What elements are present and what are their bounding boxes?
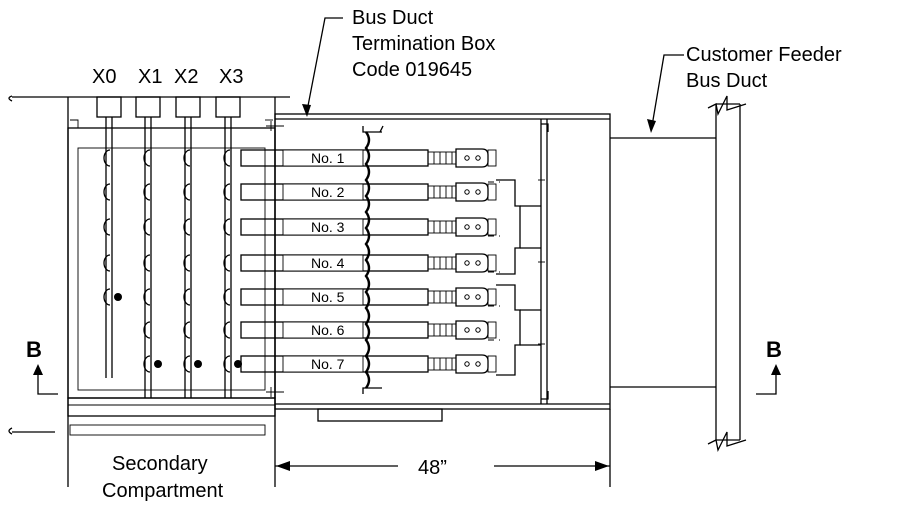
termination-box — [266, 113, 611, 422]
termination-box-callout: Bus Duct Termination Box Code 019645 — [302, 7, 495, 117]
cable-loops — [103, 149, 242, 373]
callout-feeder-line-1: Customer Feeder — [686, 44, 842, 66]
bus-label-1: No. 1 — [311, 150, 345, 166]
bus-label-6: No. 6 — [311, 322, 345, 338]
callout-secondary-line-2: Compartment — [102, 480, 224, 502]
bus-bars — [240, 148, 545, 376]
section-label-right: B — [766, 337, 782, 362]
dimension-48: 48” — [275, 409, 611, 487]
secondary-compartment — [8, 95, 290, 487]
bus-label-7: No. 7 — [311, 356, 345, 372]
terminal-labels: X0 X1 X2 X3 — [92, 66, 243, 88]
callout-secondary-line-1: Secondary — [112, 453, 208, 475]
bus-label-4: No. 4 — [311, 255, 345, 271]
callout-termination-line-2: Termination Box — [352, 33, 495, 55]
secondary-callout: Secondary Compartment — [102, 453, 224, 502]
callout-feeder-line-2: Bus Duct — [686, 70, 768, 92]
section-marker-right: B — [756, 337, 782, 395]
bus-label-2: No. 2 — [311, 184, 345, 200]
callout-termination-line-1: Bus Duct — [352, 7, 434, 29]
bus-label-3: No. 3 — [311, 219, 345, 235]
terminal-label-x1: X1 — [138, 66, 162, 88]
cable-support — [362, 125, 384, 394]
dimension-label: 48” — [418, 457, 447, 479]
feeder-callout: Customer Feeder Bus Duct — [647, 44, 842, 133]
customer-feeder-duct — [610, 95, 747, 452]
terminal-label-x2: X2 — [174, 66, 198, 88]
terminal-label-x0: X0 — [92, 66, 116, 88]
terminal-bushings — [96, 96, 241, 398]
bus-label-5: No. 5 — [311, 289, 345, 305]
terminal-label-x3: X3 — [219, 66, 243, 88]
bus-labels: No. 1 No. 2 No. 3 No. 4 No. 5 No. 6 No. … — [311, 150, 345, 372]
callout-termination-line-3: Code 019645 — [352, 59, 472, 81]
section-label-left: B — [26, 337, 42, 362]
section-marker-left: B — [26, 337, 58, 395]
